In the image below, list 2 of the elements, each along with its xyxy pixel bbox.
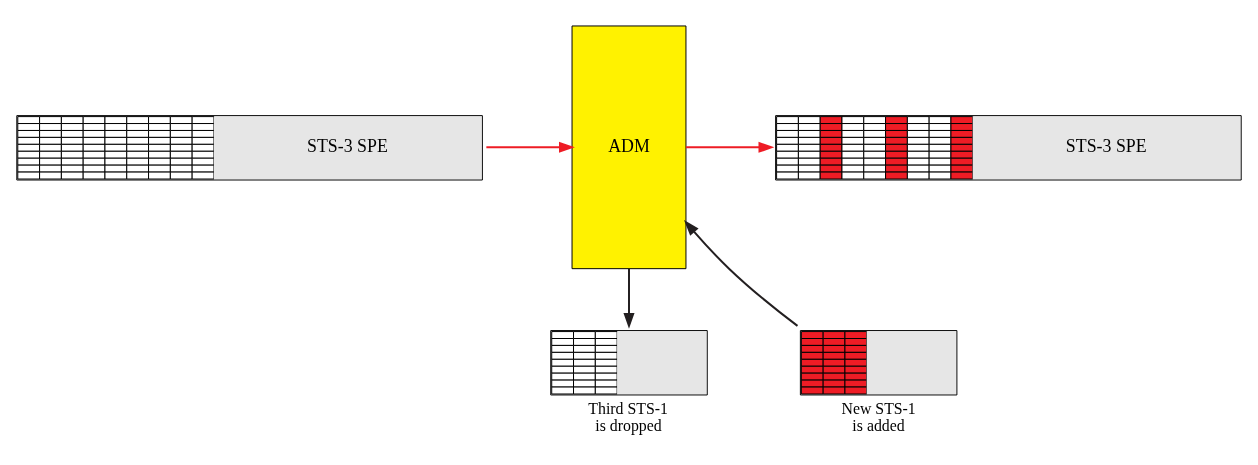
node-label: Third STS-1 is dropped: [588, 399, 668, 434]
node-label: New STS-1 is added: [841, 399, 916, 434]
